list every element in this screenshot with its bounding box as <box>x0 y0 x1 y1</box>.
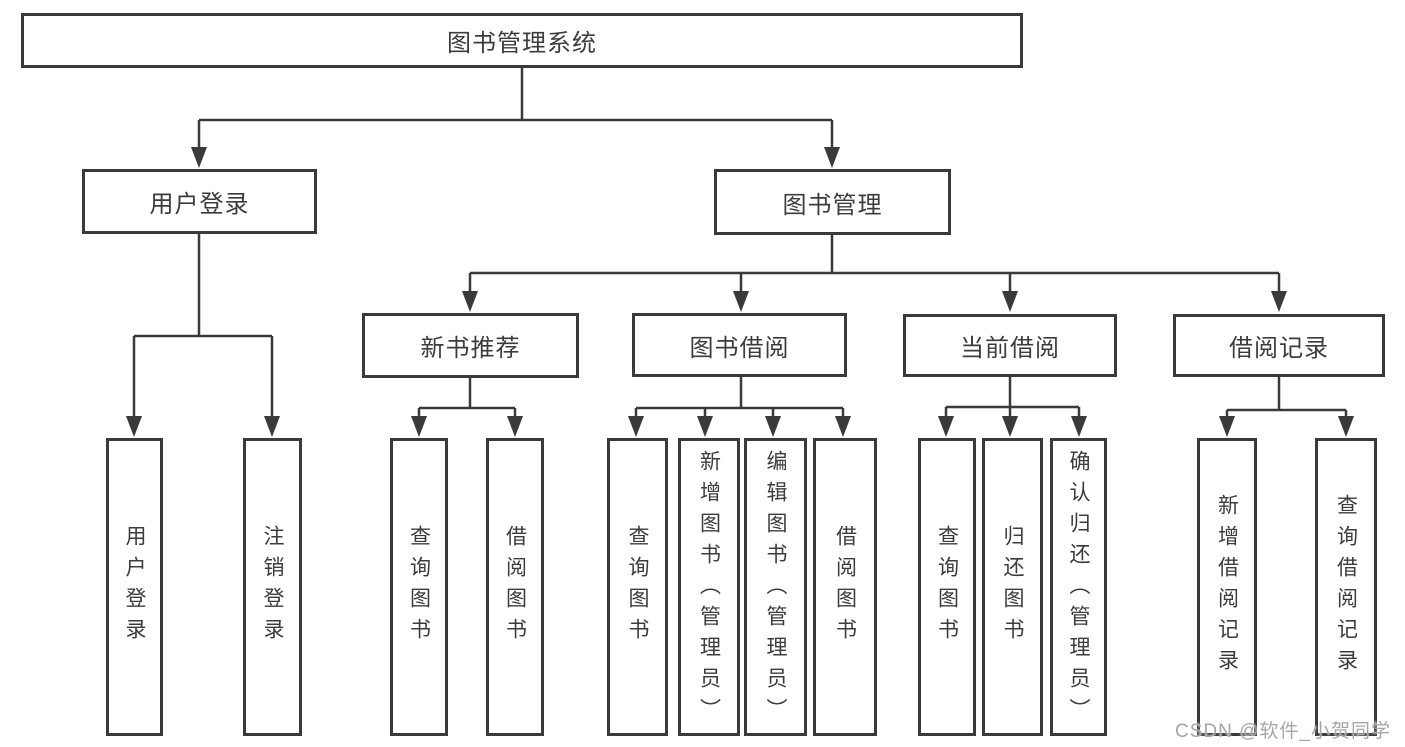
leaf-current-query-label: 查询图书 <box>935 525 959 649</box>
leaf-logout: 注销登录 <box>243 438 302 736</box>
node-borrowing-records: 借阅记录 <box>1173 314 1385 377</box>
leaf-borrow-edit-admin: 编辑图书（管理员） <box>744 438 807 736</box>
leaf-record-query-label: 查询借阅记录 <box>1334 494 1358 680</box>
leaf-logout-label: 注销登录 <box>261 525 284 649</box>
node-user-login-label: 用户登录 <box>149 191 250 218</box>
node-book-management-label: 图书管理 <box>782 191 883 219</box>
leaf-current-return: 归还图书 <box>982 438 1043 736</box>
leaf-borrow-add-admin: 新增图书（管理员） <box>678 438 740 736</box>
node-book-borrowing-label: 图书借阅 <box>689 334 790 362</box>
leaf-newbook-query: 查询图书 <box>390 438 448 736</box>
node-current-borrowing-label: 当前借阅 <box>960 335 1060 362</box>
node-book-management: 图书管理 <box>714 169 951 235</box>
leaf-borrow-query-label: 查询图书 <box>626 525 649 649</box>
leaf-record-add-label: 新增借阅记录 <box>1215 494 1239 680</box>
leaf-newbook-borrow: 借阅图书 <box>486 438 544 736</box>
node-borrowing-records-label: 借阅记录 <box>1229 335 1329 362</box>
leaf-current-return-label: 归还图书 <box>1001 525 1024 649</box>
leaf-user-login-label: 用户登录 <box>123 525 146 649</box>
leaf-user-login: 用户登录 <box>106 438 163 736</box>
node-root: 图书管理系统 <box>21 13 1023 68</box>
node-root-label: 图书管理系统 <box>447 30 597 57</box>
leaf-newbook-query-label: 查询图书 <box>407 525 431 649</box>
leaf-record-add: 新增借阅记录 <box>1197 438 1257 736</box>
leaf-borrow-add-admin-label: 新增图书（管理员） <box>697 450 721 729</box>
node-book-borrowing: 图书借阅 <box>632 313 847 377</box>
node-new-book-recommend: 新书推荐 <box>362 313 579 378</box>
leaf-newbook-borrow-label: 借阅图书 <box>503 525 527 649</box>
leaf-borrow-borrow-label: 借阅图书 <box>833 525 857 649</box>
node-user-login: 用户登录 <box>82 169 317 234</box>
node-new-book-recommend-label: 新书推荐 <box>420 335 521 362</box>
leaf-borrow-borrow: 借阅图书 <box>813 438 877 736</box>
leaf-record-query: 查询借阅记录 <box>1315 438 1377 736</box>
csdn-watermark: CSDN @软件_小贺同学 <box>1175 721 1391 742</box>
node-current-borrowing: 当前借阅 <box>903 314 1117 377</box>
leaf-current-query: 查询图书 <box>918 438 976 736</box>
leaf-current-confirm-admin: 确认归还（管理员） <box>1050 438 1107 736</box>
leaf-borrow-edit-admin-label: 编辑图书（管理员） <box>764 450 787 729</box>
leaf-current-confirm-admin-label: 确认归还（管理员） <box>1067 450 1090 729</box>
leaf-borrow-query: 查询图书 <box>607 438 668 736</box>
